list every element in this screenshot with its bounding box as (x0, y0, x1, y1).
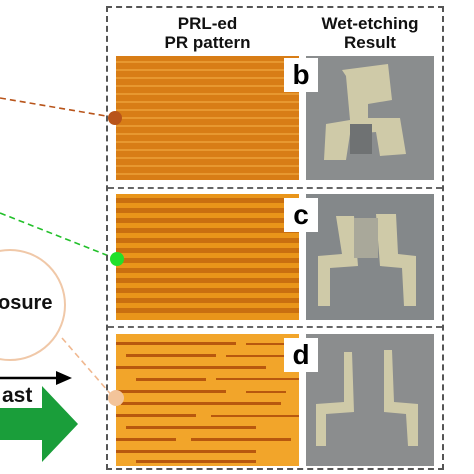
connector-b (0, 97, 113, 118)
green-arrow (0, 386, 78, 462)
exposure-ellipse (0, 249, 66, 361)
col-header-etch-line1: Wet-etching (321, 14, 419, 33)
black-arrow-head (56, 371, 72, 385)
row-separator-2 (108, 326, 442, 328)
dot-d (108, 390, 124, 406)
exposure-label: osure (0, 292, 53, 314)
etch-result-d (306, 334, 434, 466)
connector-d (61, 337, 115, 399)
dot-c (110, 252, 124, 266)
etch-result-b (306, 56, 434, 180)
etch-result-c (306, 194, 434, 320)
etch-image-b (306, 56, 434, 180)
dot-b (108, 111, 122, 125)
col-header-etch: Wet-etching Result (306, 14, 434, 52)
panel-letter-d: d (284, 338, 318, 372)
col-header-pr-line1: PRL-ed (177, 14, 238, 33)
pr-stripes-b (116, 56, 299, 180)
figure-frame (106, 6, 444, 470)
pr-pattern-c (116, 194, 299, 320)
panel-letter-c: c (284, 198, 318, 232)
row-separator-1 (108, 187, 442, 189)
pr-pattern-b (116, 56, 299, 180)
etch-image-c (306, 194, 434, 320)
fast-label: ast (2, 384, 33, 407)
col-header-pr-line2: PR pattern (164, 33, 251, 52)
etch-image-d (306, 334, 434, 466)
pr-pattern-d (116, 334, 299, 466)
col-header-pr: PRL-ed PR pattern (116, 14, 299, 52)
connector-c (0, 212, 115, 259)
pr-stripes-c (116, 194, 299, 320)
pr-stripes-d (116, 334, 299, 466)
col-header-etch-line2: Result (344, 33, 396, 52)
panel-letter-b: b (284, 58, 318, 92)
